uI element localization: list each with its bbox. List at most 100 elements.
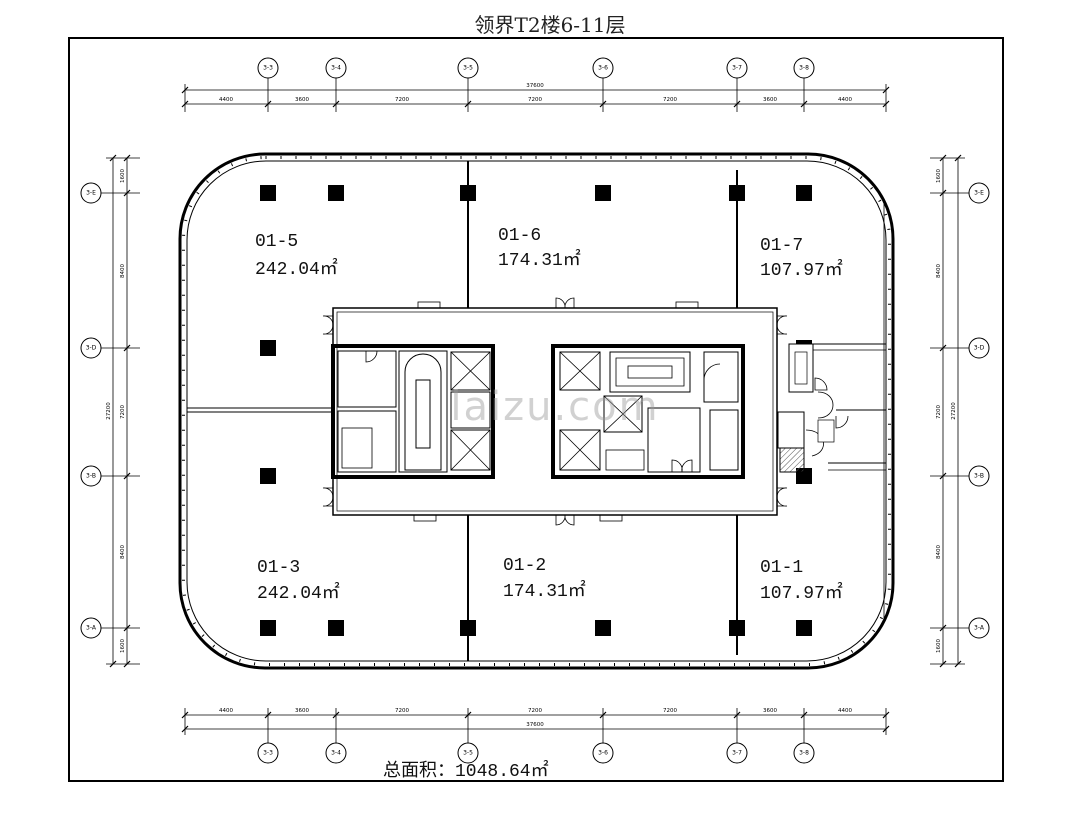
- unit-label-01-5: 01-5 242.04㎡: [255, 232, 338, 280]
- dimension-segment-right: 1600: [936, 169, 942, 183]
- dimension-segment-right: 8400: [936, 264, 942, 278]
- unit-area: 107.97㎡: [760, 258, 843, 281]
- right-service-core: [551, 344, 745, 479]
- grid-label: 3-D: [974, 345, 985, 352]
- grid-label: 3-D: [86, 345, 97, 352]
- grid-bubble-bottom: 3-3: [257, 742, 279, 764]
- unit-label-01-1: 01-1 107.97㎡: [760, 558, 843, 604]
- elevator-shaft: [450, 351, 491, 391]
- dimension-tick: [954, 660, 962, 668]
- structural-column: [328, 185, 344, 201]
- left-service-core: [331, 344, 495, 479]
- total-area: 总面积：1048.64㎡: [383, 759, 549, 782]
- unit-area: 174.31㎡: [503, 579, 586, 602]
- dimension-tick: [181, 86, 189, 94]
- grid-bubble-bottom: 3-5: [457, 742, 479, 764]
- grid-bubble-left: 3-A: [80, 617, 102, 639]
- structural-column: [260, 620, 276, 636]
- dimension-total-top: 37600: [526, 83, 544, 89]
- grid-bubble-top: 3-3: [257, 57, 279, 79]
- structural-column: [260, 340, 276, 356]
- dimension-segment-top: 7200: [663, 97, 677, 103]
- dimension-segment-left: 1600: [120, 639, 126, 653]
- unit-area: 242.04㎡: [255, 257, 338, 280]
- grid-label: 3-B: [86, 473, 96, 480]
- dimension-segment-bottom: 3600: [295, 708, 309, 714]
- dimension-total-bottom: 37600: [526, 722, 544, 728]
- dimension-segment-bottom: 3600: [763, 708, 777, 714]
- grid-label: 3-A: [974, 625, 985, 632]
- grid-bubble-right: 3-E: [968, 182, 990, 204]
- dimension-segment-top: 3600: [763, 97, 777, 103]
- grid-label: 3-4: [331, 65, 341, 72]
- dimension-tick: [123, 660, 131, 668]
- dimension-segment-top: 7200: [528, 97, 542, 103]
- grid-bubble-right: 3-B: [968, 465, 990, 487]
- dimension-segment-bottom: 4400: [219, 708, 233, 714]
- dimension-tick: [939, 154, 947, 162]
- grid-label: 3-8: [799, 65, 809, 72]
- elevator-shaft: [603, 395, 643, 433]
- unit-label-01-7: 01-7 107.97㎡: [760, 236, 843, 281]
- grid-bubble-bottom: 3-8: [793, 742, 815, 764]
- grid-bubble-bottom: 3-7: [726, 742, 748, 764]
- unit-id: 01-7: [760, 236, 803, 256]
- grid-extension-lines: [101, 78, 969, 743]
- plan-title: 领界T2楼6-11层: [475, 13, 626, 37]
- dimension-tick: [181, 711, 189, 719]
- grid-label: 3-5: [463, 65, 473, 72]
- dimension-tick: [939, 660, 947, 668]
- unit-id: 01-1: [760, 558, 803, 578]
- grid-label: 3-3: [263, 65, 273, 72]
- dimension-lines: [106, 84, 965, 735]
- dimension-tick: [882, 711, 890, 719]
- structural-column: [460, 620, 476, 636]
- structural-column: [460, 185, 476, 201]
- structural-column: [796, 620, 812, 636]
- dimension-tick: [882, 100, 890, 108]
- grid-label: 3-E: [974, 190, 984, 197]
- structural-column: [796, 185, 812, 201]
- grid-bubble-top: 3-5: [457, 57, 479, 79]
- dimension-tick: [882, 86, 890, 94]
- grid-bubble-right: 3-D: [968, 337, 990, 359]
- grid-bubble-right: 3-A: [968, 617, 990, 639]
- unit-id: 01-2: [503, 556, 546, 576]
- elevator-shaft: [450, 429, 491, 471]
- grid-label: 3-7: [732, 750, 742, 757]
- building-envelope: [178, 152, 895, 670]
- dimension-segment-bottom: 7200: [528, 708, 542, 714]
- grid-label: 3-E: [86, 190, 96, 197]
- grid-bubble-left: 3-D: [80, 337, 102, 359]
- dimension-segment-right: 1600: [936, 639, 942, 653]
- drawing-frame: [68, 37, 1004, 782]
- grid-bubble-left: 3-E: [80, 182, 102, 204]
- dimension-tick: [181, 725, 189, 733]
- grid-label: 3-4: [331, 750, 341, 757]
- dimension-total-right: 27200: [951, 402, 957, 420]
- right-service-rooms: [777, 200, 886, 620]
- unit-label-01-6: 01-6 174.31㎡: [498, 226, 581, 271]
- grid-bubble-top: 3-7: [726, 57, 748, 79]
- grid-bubble-top: 3-4: [325, 57, 347, 79]
- dimension-segment-top: 4400: [838, 97, 852, 103]
- dimension-segment-bottom: 7200: [663, 708, 677, 714]
- dimension-tick: [181, 100, 189, 108]
- grid-label: 3-B: [974, 473, 984, 480]
- dimension-tick: [123, 154, 131, 162]
- unit-area: 242.04㎡: [257, 581, 340, 604]
- unit-area: 107.97㎡: [760, 581, 843, 604]
- structural-column: [260, 185, 276, 201]
- dimension-segment-top: 7200: [395, 97, 409, 103]
- dimension-segment-top: 4400: [219, 97, 233, 103]
- dimension-segment-left: 7200: [120, 405, 126, 419]
- unit-id: 01-3: [257, 558, 300, 578]
- grid-bubble-top: 3-8: [793, 57, 815, 79]
- dimension-tick: [882, 725, 890, 733]
- unit-id: 01-5: [255, 232, 298, 252]
- dimension-segment-left: 1600: [120, 169, 126, 183]
- dimension-segment-bottom: 7200: [395, 708, 409, 714]
- grid-bubble-bottom: 3-4: [325, 742, 347, 764]
- unit-area: 174.31㎡: [498, 248, 581, 271]
- core-corridor: [332, 301, 778, 522]
